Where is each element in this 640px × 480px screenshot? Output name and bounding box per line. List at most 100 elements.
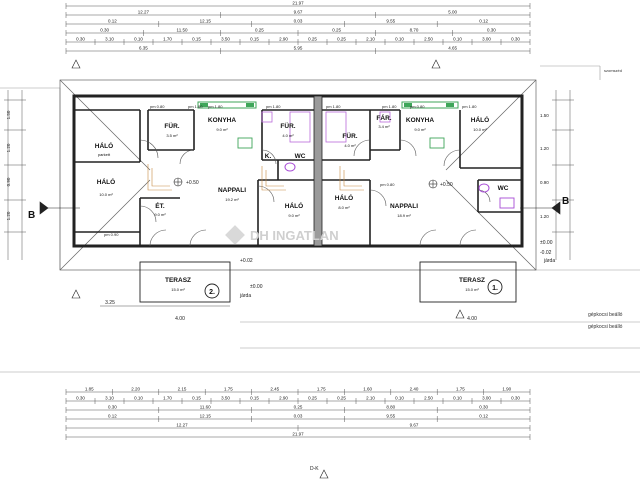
section-markers [39,201,561,215]
room-nappali-right: NAPPALI [390,203,418,210]
window-tag: pm 0.80 [150,104,165,109]
bottom-dim-value: 0.30 [76,396,85,401]
room-konyha-left: KONYHA [208,117,236,124]
level-l2: -0.02 [540,250,552,256]
sanitary-fixtures [261,111,515,209]
left-dim-value: 1.20 [6,211,11,220]
watermark: DH INGATLAN [225,225,339,245]
room-halo2-left: HÁLÓ [97,177,115,186]
right-dimensions [552,90,574,260]
top-dim-value: 0.15 [250,37,259,42]
bottom-dim-value: 9.55 [386,414,395,419]
terasz-left-area: 15.0 m² [171,287,185,292]
terasz-left-num: 2. [209,289,215,296]
window-tag: pm 0.80 [380,182,395,187]
room-wc-right: WC [498,185,509,192]
top-dim-value: 0.30 [76,37,85,42]
level-l6: járda [239,293,251,299]
top-dim-value: 0.25 [332,28,341,33]
exterior-walls [72,94,524,248]
top-dim-value: 5.95 [294,46,303,51]
bottom-dim-value: 0.15 [250,396,259,401]
terasz-left-name: TERASZ [165,277,191,284]
room-far-right: FÁR. [376,113,391,122]
bottom-dim-value: 0.30 [511,396,520,401]
dim-small-3: 4.00 [467,316,477,322]
room-k-left: K. [265,153,272,160]
left-dim-value: 0.90 [6,177,11,186]
level-l7: +0.50 [186,180,199,186]
bottom-dim-value: 2.50 [424,396,433,401]
parking-label-1: gépkocsi beálló [588,312,623,318]
sink-right [379,111,391,123]
room-nappali-left: NAPPALI [218,187,246,194]
terasz-right-num: 1. [492,285,498,292]
right-dim-value: 0.90 [540,180,549,185]
room-halo1-left: HÁLÓ [95,141,113,150]
top-dim-value: 3.10 [105,37,114,42]
top-dim-value: 0.03 [294,19,303,24]
side-dim-text: 1.501.200.901.201.501.200.901.20 [6,110,549,220]
bottom-dim-value: 0.10 [395,396,404,401]
bottom-dim-value: 3.10 [105,396,114,401]
room-furd-left: FÜR. [280,121,295,130]
bottom-dim-value: 1.70 [163,396,172,401]
bottom-dim-value: 0.25 [337,396,346,401]
level-l4: +0.02 [240,258,253,264]
bottom-dim-value: 21.97 [292,432,304,437]
room-nappali-left-area: 19.2 m² [225,197,239,202]
level-l1: ±0.00 [540,240,553,246]
side-note: szomszéd [604,68,622,73]
bottom-dim-value: 0.25 [294,405,303,410]
top-dim-value: 0.25 [337,37,346,42]
wc-box-right [499,197,515,209]
room-fur-right-area: 4.0 m² [344,143,356,148]
left-dim-value: 1.50 [6,110,11,119]
party-wall [313,95,323,247]
window-tag: pm 0.80 [410,104,425,109]
room-halo1-left-sub: parkett [98,152,111,157]
room-halo1-right: HÁLÓ [471,115,489,124]
top-dim-value: 8.70 [410,28,419,33]
bottom-dim-value: 3.50 [221,396,230,401]
window-tag: pm 0.90 [104,232,119,237]
bottom-dim-value: 1.75 [456,387,465,392]
terasz-right-name: TERASZ [459,277,485,284]
bottom-dim-value: 2.20 [131,387,140,392]
door-swings [139,139,491,247]
section-letters: B B [28,196,569,221]
top-dim-value: 1.70 [163,37,172,42]
bottom-dim-value: 12.27 [176,423,188,428]
bottom-dim-value: 1.85 [85,387,94,392]
bottom-dim-value: 0.12 [479,414,488,419]
top-dim-value: 12.15 [200,19,212,24]
room-konyha-right-area: 9.0 m² [414,127,426,132]
room-furd-left-area: 4.0 m² [282,133,294,138]
bottom-dim-value: 0.30 [108,405,117,410]
window-tag: pm 1.80 [208,104,223,109]
top-dim-value: 0.25 [255,28,264,33]
top-dim-value: 0.10 [395,37,404,42]
bottom-dim-value: 2.10 [366,396,375,401]
right-dim-value: 1.20 [540,214,549,219]
bottom-dim-value: 2.15 [178,387,187,392]
bottom-dim-value: 0.03 [294,414,303,419]
top-dim-value: 3.50 [221,37,230,42]
section-b-left: B [28,210,35,221]
room-fur-left-area: 3.5 m² [166,133,178,138]
room-labels-right: FÜR. 4.0 m² FÁR. 3.4 m² KONYHA 9.0 m² HÁ… [335,113,509,218]
top-dim-value: 0.25 [308,37,317,42]
dim-small-1: 3.25 [105,300,115,306]
bottom-dim-value: 8.80 [386,405,395,410]
top-dim-value: 2.50 [424,37,433,42]
terrace-marker-left [204,283,220,299]
left-dimensions [4,90,26,260]
bottom-dim-value: 2.45 [270,387,279,392]
top-dim-value: 0.30 [487,28,496,33]
room-et-left-area: 9.0 m² [154,212,166,217]
room-konyha-right: KONYHA [406,117,434,124]
bottom-dim-value: 0.25 [308,396,317,401]
window-tag: pm 1.80 [188,104,203,109]
